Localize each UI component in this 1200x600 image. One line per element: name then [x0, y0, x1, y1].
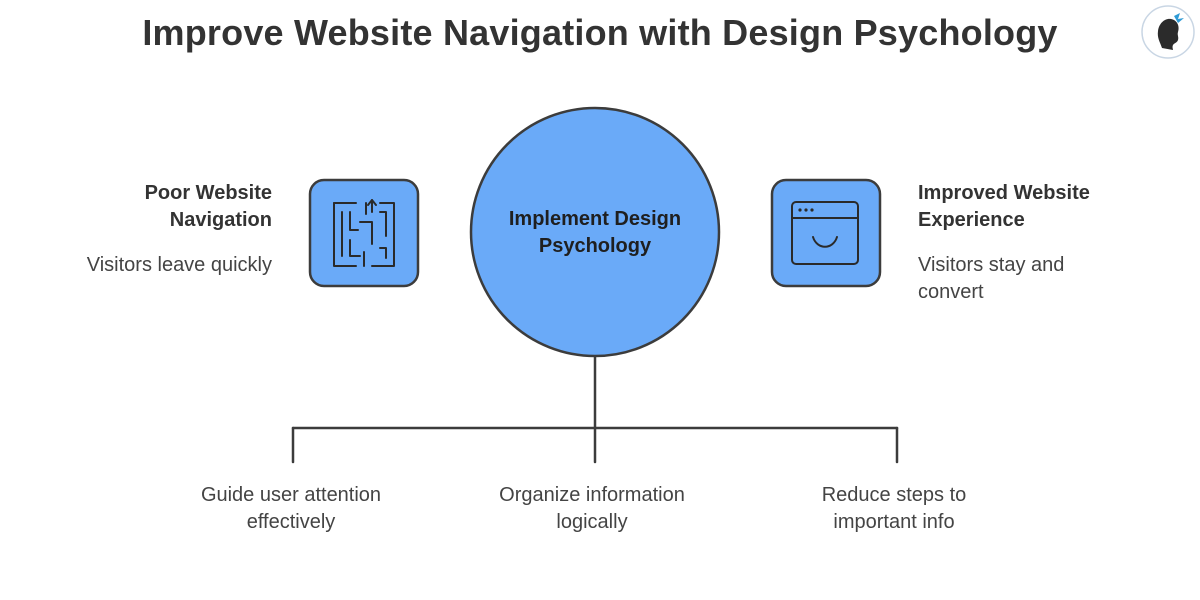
heading-line: Poor Website — [144, 182, 272, 204]
heading-line: Experience — [918, 209, 1025, 231]
branch-organize-information: Organize information logically — [462, 482, 722, 536]
branch-line: effectively — [246, 511, 336, 533]
branch-guide-attention: Guide user attention effectively — [161, 482, 421, 536]
center-label: Implement Design Psychology — [492, 206, 698, 260]
branch-line: Reduce steps to — [821, 484, 967, 506]
branch-line: logically — [556, 511, 628, 533]
branch-line: important info — [833, 511, 955, 533]
poor-navigation-block: Poor Website Navigation Visitors leave q… — [40, 180, 272, 279]
smiley-browser-icon — [770, 178, 882, 288]
description-line: Visitors stay and — [918, 254, 1065, 276]
center-label-line: Implement Design — [508, 208, 682, 230]
branch-line: Organize information — [499, 484, 685, 506]
heading-line: Navigation — [169, 209, 272, 231]
page-title: Improve Website Navigation with Design P… — [142, 12, 1058, 53]
branch-connector — [291, 355, 899, 464]
heading-line: Improved Website — [918, 182, 1090, 204]
branch-reduce-steps: Reduce steps to important info — [764, 482, 1024, 536]
maze-icon — [308, 178, 420, 288]
branch-line: Guide user attention — [200, 484, 382, 506]
description-line: convert — [918, 281, 984, 303]
poor-navigation-description: Visitors leave quickly — [86, 254, 272, 276]
improved-experience-block: Improved Website Experience Visitors sta… — [918, 180, 1158, 306]
improved-experience-description: Visitors stay and convert — [918, 252, 1158, 306]
improved-experience-heading: Improved Website Experience — [918, 180, 1158, 234]
poor-navigation-heading: Poor Website Navigation — [40, 180, 272, 234]
center-label-line: Psychology — [538, 235, 652, 257]
profile-logo-icon — [1141, 5, 1195, 59]
